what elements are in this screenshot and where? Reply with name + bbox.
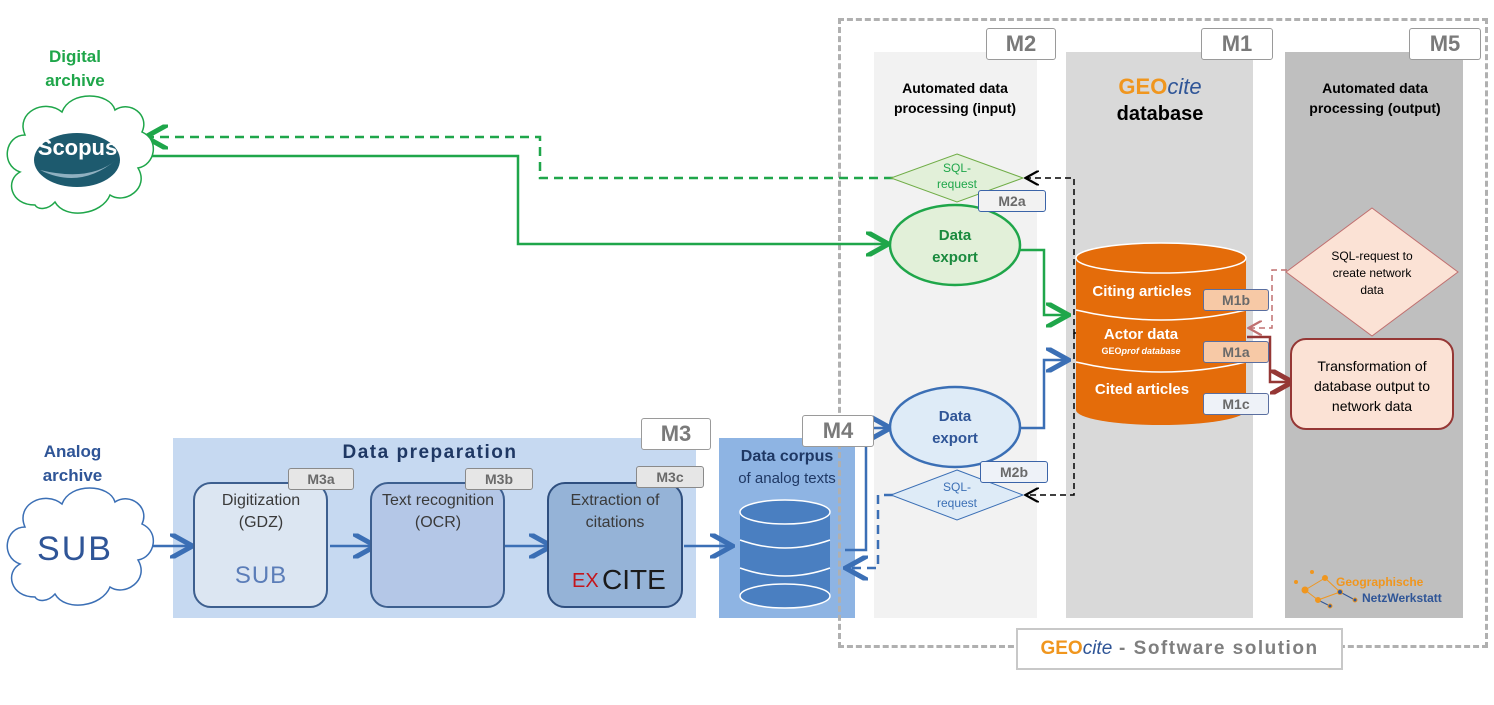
m1-title: database: [1116, 103, 1204, 125]
tag-m1b: M1b: [1203, 289, 1269, 311]
m1-brand: GEOcite: [1070, 74, 1250, 100]
software-caption-box: [1016, 628, 1343, 670]
tag-m3a: M3a: [288, 468, 354, 490]
software-caption-text: - Software solution: [1112, 638, 1319, 659]
geoprof-geo: GEO: [1101, 346, 1122, 356]
transformation-text: Transformation of database output to net…: [1314, 358, 1430, 414]
netzwerkstatt-logo-icon: [1294, 570, 1358, 609]
excite-logo-cite: CITE: [602, 564, 666, 595]
netzwerkstatt-bottom: NetzWerkstatt: [1362, 591, 1442, 605]
export-ellipse-bottom: [888, 385, 1022, 469]
arrow-corpus-to-export: [845, 428, 888, 552]
arrow-sql-to-corpus: [848, 493, 893, 568]
analog-archive-title: Analog archive: [42, 442, 103, 485]
tag-m2b: M2b: [980, 461, 1048, 483]
tag-m3b: M3b: [465, 468, 533, 490]
arrow-m5-sql-to-db: [1250, 269, 1287, 328]
ocr-text: Text recognition (OCR): [381, 492, 495, 531]
netzwerkstatt-top: Geographische: [1336, 575, 1424, 589]
geoprof-database-label: GEOprof database: [1078, 346, 1204, 356]
data-corpus-subtitle: of analog texts: [738, 470, 836, 487]
arrow-db-to-transform: [1247, 335, 1290, 382]
software-brand-geo: GEO: [1040, 638, 1083, 659]
geoprof-prof: prof: [1121, 346, 1139, 356]
tag-m3: M3: [641, 418, 711, 450]
tag-m2a: M2a: [978, 190, 1046, 212]
digital-archive-title: Digital archive: [45, 47, 105, 90]
ocr-box: [370, 482, 505, 608]
excite-logo-ex: EX: [572, 570, 599, 592]
data-export-bottom-text: Data export: [932, 408, 978, 447]
m2-title: Automated data processing (input): [893, 80, 1017, 116]
m5-sql-diamond: [1285, 207, 1459, 337]
corpus-db-icon: [739, 499, 831, 609]
sub-logo-text: SUB: [37, 530, 113, 568]
sql-request-bottom-text: SQL-request: [936, 480, 978, 510]
tag-m1c: M1c: [1203, 393, 1269, 415]
geoprof-db: database: [1138, 346, 1181, 356]
m1-brand-geo: GEO: [1118, 74, 1168, 99]
tag-m1a: M1a: [1203, 341, 1269, 363]
m5-sql-text: SQL-request to create network data: [1331, 249, 1413, 297]
sql-request-top-text: SQL-request: [936, 161, 978, 191]
data-export-top-text: Data export: [932, 227, 978, 266]
arrow-export-to-db-blue: [1020, 360, 1066, 430]
tag-m2: M2: [986, 28, 1056, 60]
transformation-box: [1290, 338, 1454, 430]
software-caption: GEOcite - Software solution: [1016, 638, 1343, 660]
arrow-scopus-to-export: [148, 154, 886, 244]
tag-m5: M5: [1409, 28, 1481, 60]
m5-title: Automated data processing (output): [1309, 80, 1441, 116]
arrow-db-to-sql-top: [1027, 178, 1076, 334]
m1-brand-cite: cite: [1167, 74, 1202, 99]
digitization-text: Digitization (GDZ): [221, 492, 301, 531]
software-brand-cite: cite: [1082, 638, 1113, 659]
scopus-logo-icon: [34, 133, 120, 187]
export-ellipse-top: [888, 203, 1022, 287]
data-preparation-title: Data preparation: [342, 442, 518, 463]
cited-articles-label: Cited articles: [1094, 381, 1190, 398]
arrow-export-to-db: [1020, 248, 1066, 315]
tag-m4: M4: [802, 415, 874, 447]
tag-m1: M1: [1201, 28, 1273, 60]
arrow-db-to-sql-bottom: [1027, 333, 1075, 495]
extraction-box: [547, 482, 683, 608]
sub-cloud-icon: [6, 487, 154, 606]
actor-data-label: Actor data: [1103, 326, 1179, 343]
arrow-sql-to-scopus: [148, 137, 893, 180]
digitization-sub-logo: SUB: [234, 562, 288, 589]
scopus-logo-text: Scopus: [37, 135, 118, 160]
tag-m3c: M3c: [636, 466, 704, 488]
digitization-box: [193, 482, 328, 608]
citing-articles-label: Citing articles: [1092, 283, 1192, 300]
m2-column: [874, 52, 1037, 618]
data-corpus-title: Data corpus: [740, 448, 834, 465]
extraction-text: Extraction of citations: [570, 492, 660, 531]
db-cylinder-icon: [1075, 242, 1247, 425]
